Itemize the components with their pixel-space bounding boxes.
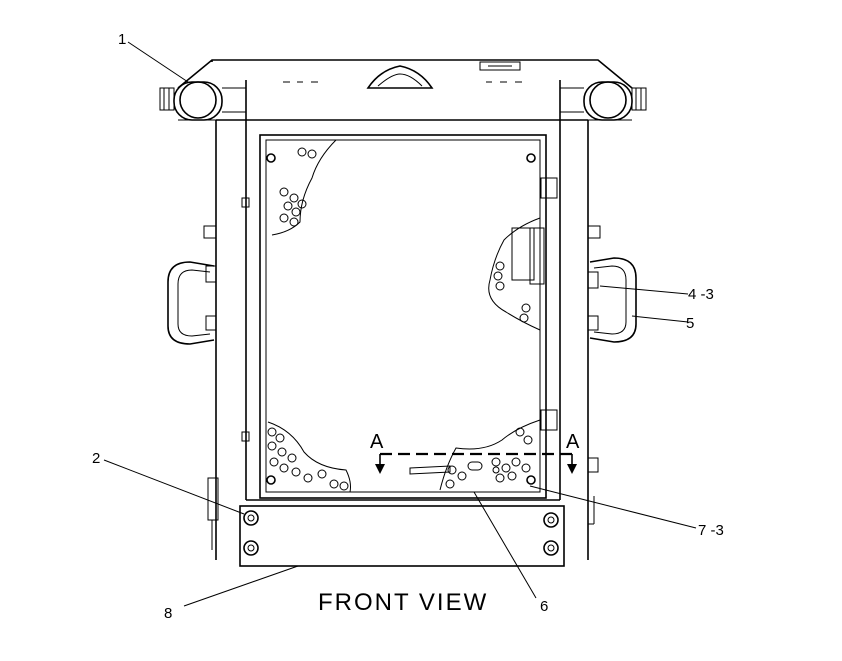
corner-roller-left <box>159 80 247 121</box>
view-title: FRONT VIEW <box>318 589 488 616</box>
cutaway-top-left <box>270 139 338 236</box>
base-plate <box>207 477 595 567</box>
frame-outline <box>177 59 633 560</box>
inner-panel <box>259 134 558 499</box>
section-a-line: A A <box>370 431 580 474</box>
callout-5: 5 <box>686 315 694 332</box>
callout-8: 8 <box>164 605 172 622</box>
cutaway-right <box>488 217 541 331</box>
callout-6: 6 <box>540 598 548 615</box>
leader-lines <box>103 41 697 607</box>
callout-4-3: 4 -3 <box>688 286 714 303</box>
section-letter-left: A <box>370 431 384 453</box>
handle-right <box>587 257 637 343</box>
handle-left <box>167 261 217 345</box>
section-letter-right: A <box>566 431 580 453</box>
cutaway-bottom-right <box>409 419 541 491</box>
callout-2: 2 <box>92 450 100 467</box>
cutaway-bottom-left <box>267 421 351 493</box>
callout-7-3: 7 -3 <box>698 522 724 539</box>
callout-1: 1 <box>118 31 126 48</box>
corner-roller-right <box>559 80 647 121</box>
